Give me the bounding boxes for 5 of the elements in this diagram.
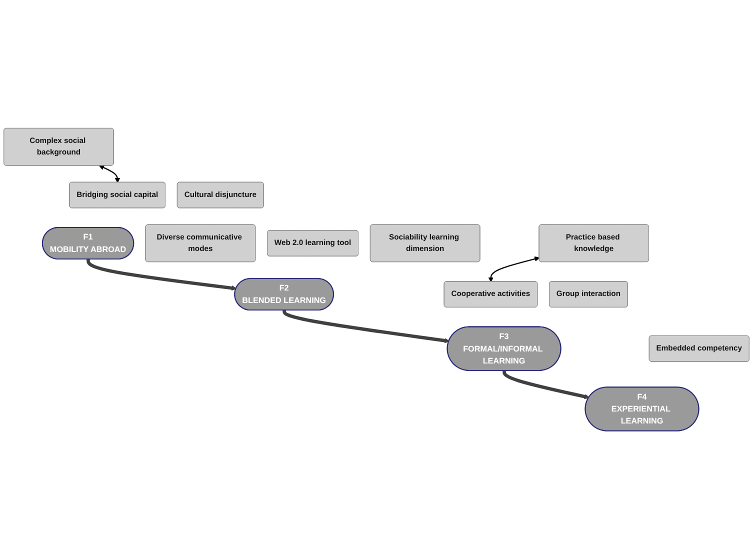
- arrow: [502, 370, 590, 400]
- arrow: [98, 165, 120, 184]
- arrow: [282, 310, 450, 344]
- arrow: [86, 259, 237, 291]
- arrow: [488, 256, 540, 282]
